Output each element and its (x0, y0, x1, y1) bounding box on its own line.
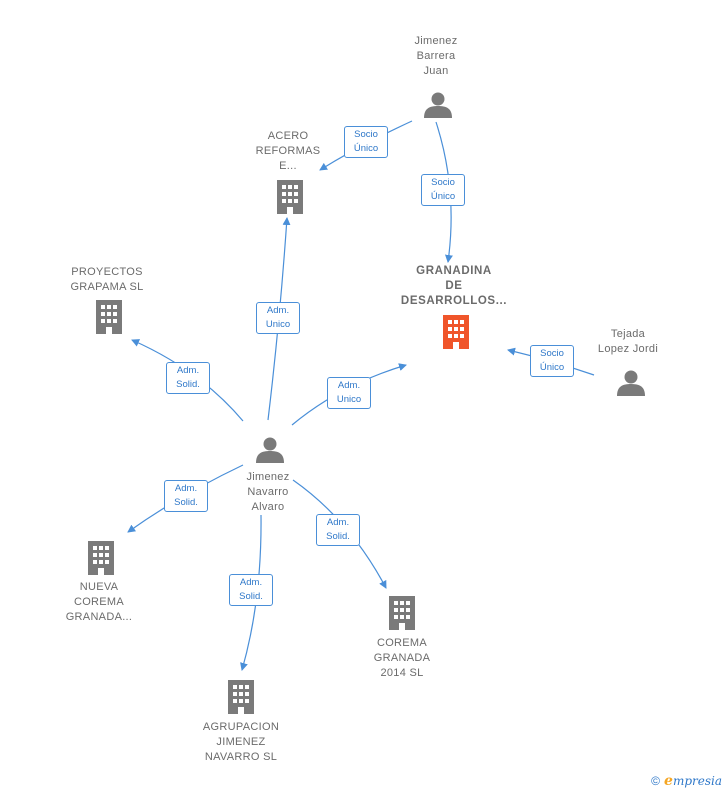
node-label-jimenez-barrera[interactable]: Jimenez Barrera Juan (414, 35, 458, 77)
node-label-jimenez-navarro[interactable]: Jimenez Navarro Alvaro (246, 471, 290, 513)
edge-label-navarro-nueva: Adm. Solid. (164, 480, 208, 512)
building-icon-granadina (443, 315, 469, 349)
building-icon-agrupacion (228, 680, 254, 714)
edge-label-barrera-granadina: Socio Único (421, 174, 465, 206)
person-icon-tejada (617, 370, 645, 396)
edge-label-navarro-granadina: Adm. Unico (327, 377, 371, 409)
node-label-acero[interactable]: ACERO REFORMAS E... (255, 130, 321, 172)
copyright-symbol: © (651, 774, 661, 788)
edge-label-navarro-acero: Adm. Unico (256, 302, 300, 334)
node-label-agrupacion[interactable]: AGRUPACION JIMENEZ NAVARRO SL (202, 721, 280, 763)
building-icon-acero (277, 180, 303, 214)
node-label-granadina[interactable]: GRANADINA DE DESARROLLOS... (400, 265, 508, 307)
edge-label-navarro-proyectos: Adm. Solid. (166, 362, 210, 394)
building-icon-nueva-corema (88, 541, 114, 575)
node-label-proyectos[interactable]: PROYECTOS GRAPAMA SL (70, 266, 144, 293)
node-label-corema-2014[interactable]: COREMA GRANADA 2014 SL (373, 637, 431, 679)
brand-e: e (664, 773, 673, 789)
edge-label-barrera-acero: Socio Único (344, 126, 388, 158)
edge-label-navarro-agrupacion: Adm. Solid. (229, 574, 273, 606)
node-label-nueva-corema[interactable]: NUEVA COREMA GRANADA... (65, 581, 133, 623)
node-label-tejada[interactable]: Tejada Lopez Jordi (597, 328, 659, 355)
building-icon-proyectos (96, 300, 122, 334)
person-icon-jimenez-barrera (424, 92, 452, 118)
edge-label-navarro-corema: Adm. Solid. (316, 514, 360, 546)
empresia-logo[interactable]: ©empresia (651, 773, 722, 789)
edge-label-tejada-granadina: Socio Único (530, 345, 574, 377)
building-icon-corema-2014 (389, 596, 415, 630)
brand-name: mpresia (672, 774, 722, 788)
person-icon-jimenez-navarro (256, 437, 284, 463)
